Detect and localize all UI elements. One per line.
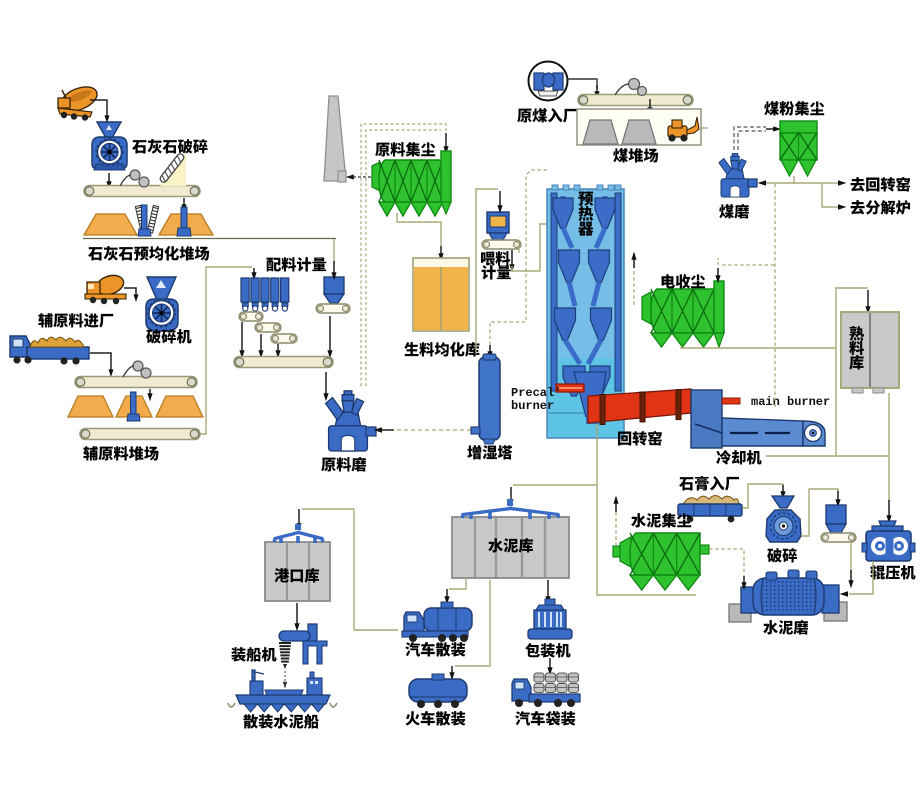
svg-text:burner: burner: [511, 399, 554, 413]
svg-text:main burner: main burner: [751, 395, 830, 409]
svg-text:Precal': Precal': [511, 386, 561, 400]
